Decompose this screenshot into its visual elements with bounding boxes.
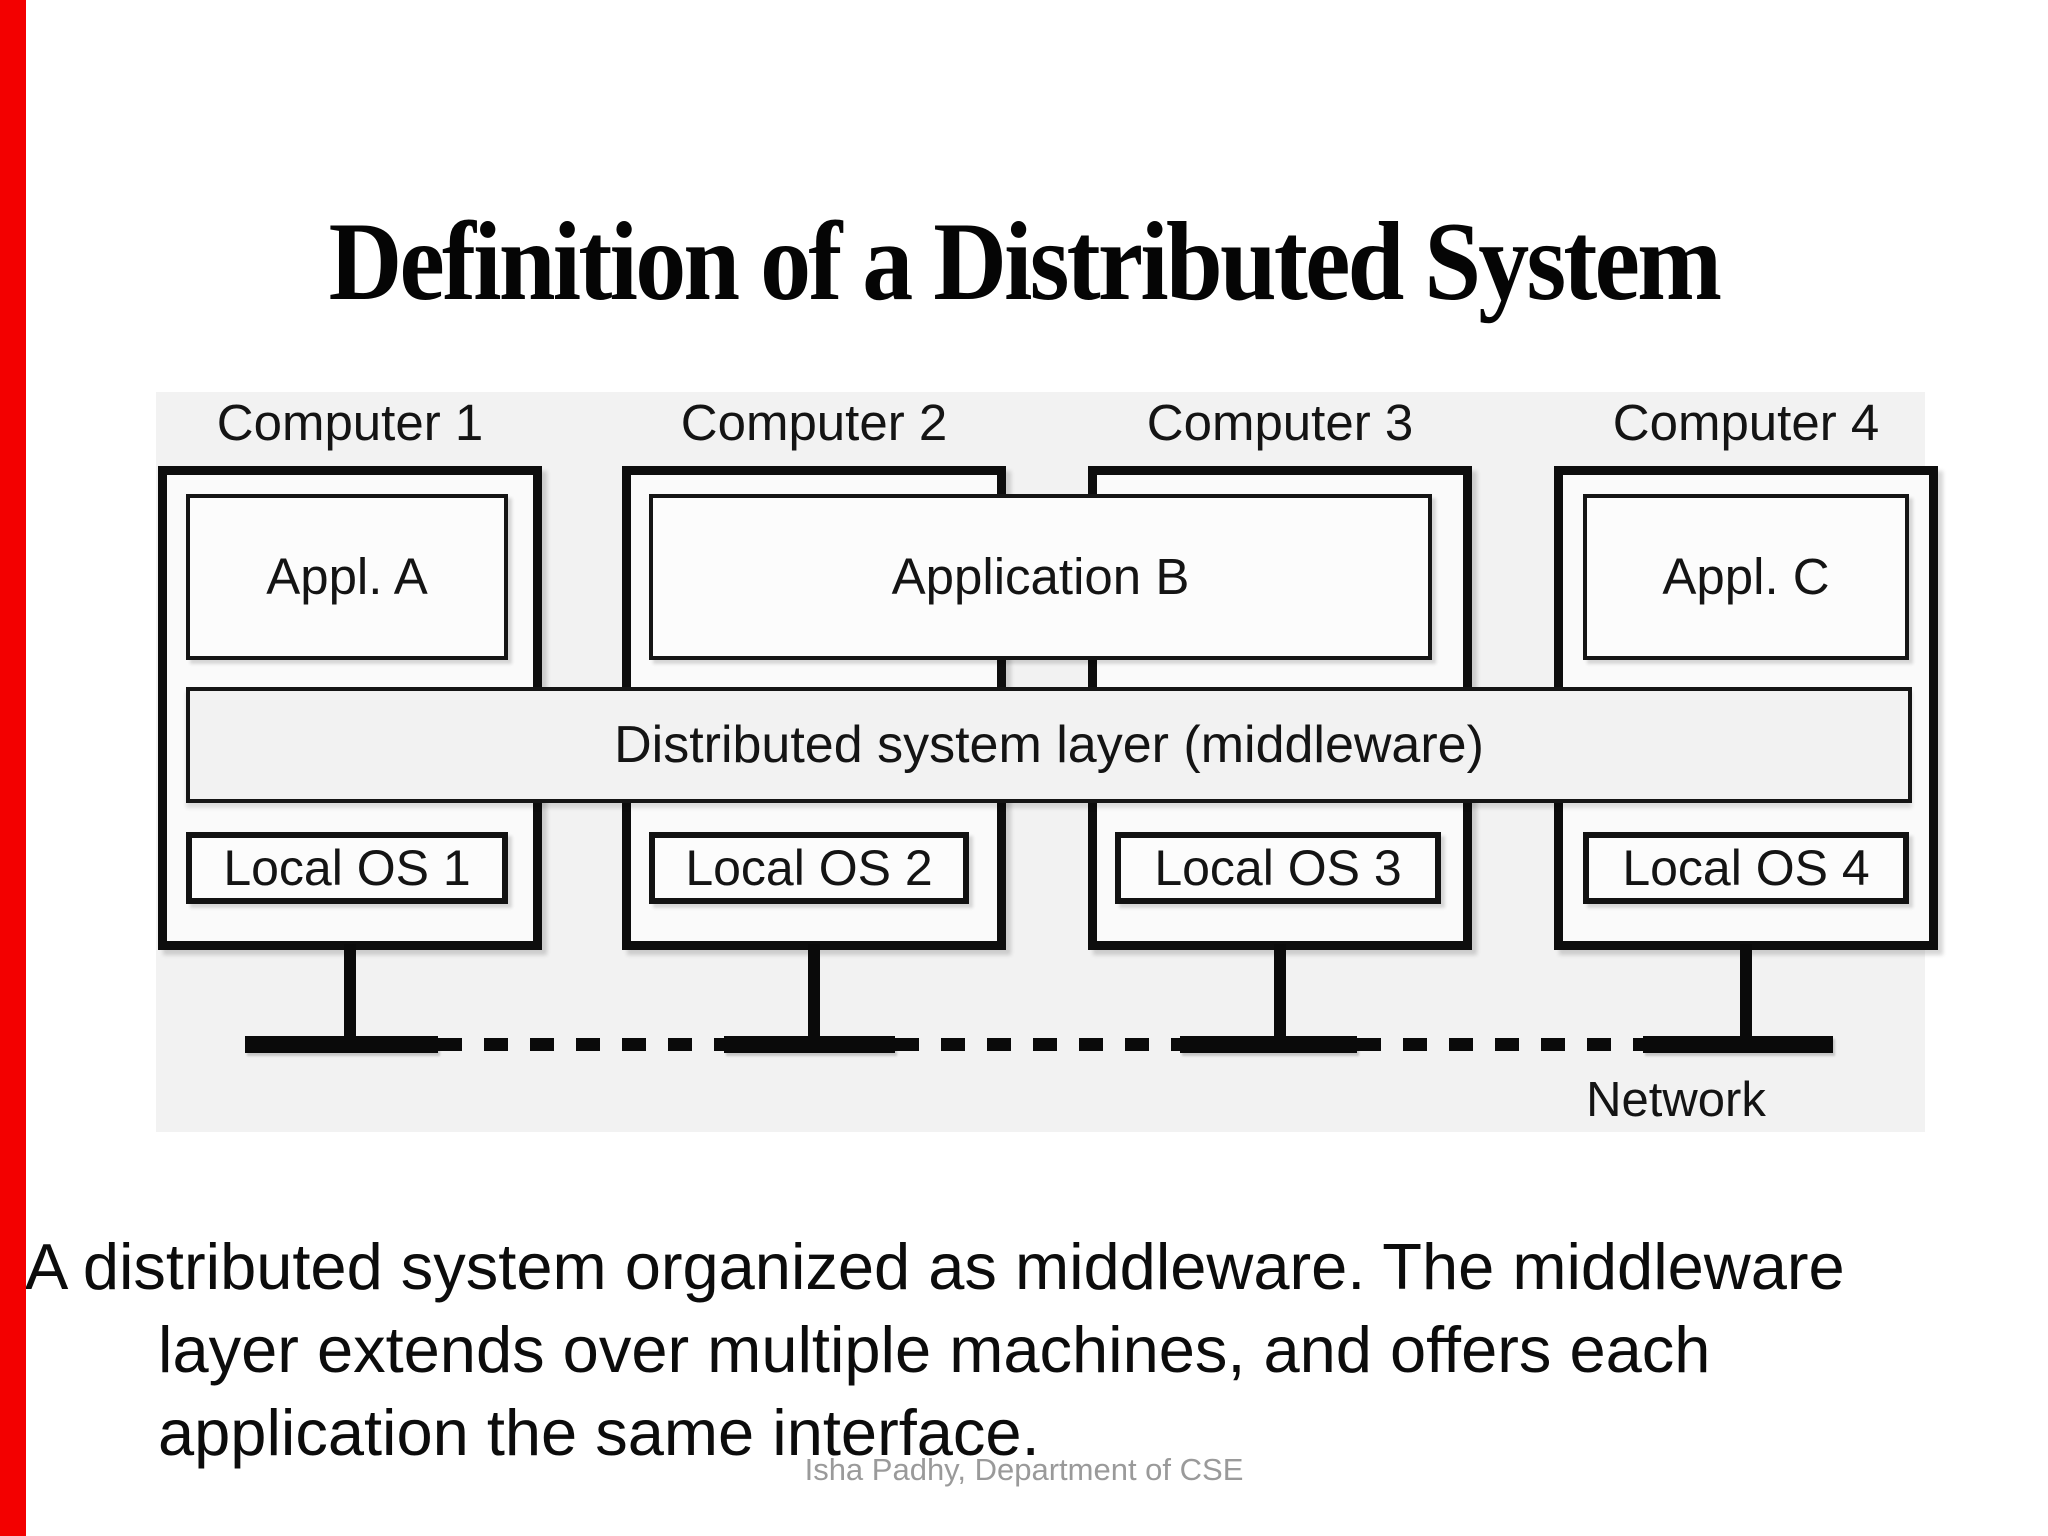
appl-a-box: Appl. A (186, 494, 508, 660)
network-solid-segment (724, 1036, 895, 1053)
local-os-1-label: Local OS 1 (223, 840, 471, 896)
local-os-4-box: Local OS 4 (1583, 832, 1909, 904)
network-stem-3 (1274, 944, 1286, 1039)
network-stem-4 (1740, 944, 1752, 1039)
local-os-2-label: Local OS 2 (685, 840, 933, 896)
computer-2-label: Computer 2 (680, 394, 948, 451)
local-os-3-box: Local OS 3 (1115, 832, 1441, 904)
network-dashed-segment (438, 1038, 724, 1051)
local-os-3-label: Local OS 3 (1154, 840, 1402, 896)
computer-1-label: Computer 1 (216, 394, 484, 451)
caption-line-3: application the same interface. (158, 1396, 1040, 1469)
network-line (245, 1036, 1833, 1053)
architecture-diagram: Computer 1 Computer 2 Computer 3 Compute… (156, 392, 1938, 1132)
caption-line-2: layer extends over multiple machines, an… (158, 1313, 1711, 1386)
middleware-label: Distributed system layer (middleware) (614, 716, 1484, 774)
network-stem-2 (808, 944, 820, 1039)
local-os-2-box: Local OS 2 (649, 832, 969, 904)
application-b-box: Application B (649, 494, 1432, 660)
network-solid-segment (1643, 1036, 1833, 1053)
application-b-label: Application B (891, 548, 1190, 605)
network-solid-segment (245, 1036, 438, 1053)
caption-line-1: A distributed system organized as middle… (25, 1230, 1845, 1303)
appl-c-box: Appl. C (1583, 494, 1909, 660)
network-solid-segment (1180, 1036, 1357, 1053)
appl-a-label: Appl. A (266, 548, 428, 605)
network-dashed-segment (895, 1038, 1180, 1051)
page-title: Definition of a Distributed System (328, 200, 1722, 325)
appl-c-label: Appl. C (1662, 548, 1830, 605)
network-dashed-segment (1357, 1038, 1643, 1051)
local-os-4-label: Local OS 4 (1622, 840, 1870, 896)
middleware-box: Distributed system layer (middleware) (186, 687, 1912, 803)
local-os-1-box: Local OS 1 (186, 832, 508, 904)
left-accent-bar (0, 0, 26, 1536)
footer-credit: Isha Padhy, Department of CSE (804, 1452, 1244, 1487)
network-stem-1 (344, 944, 356, 1039)
computer-4-label: Computer 4 (1612, 394, 1880, 451)
computer-3-label: Computer 3 (1146, 394, 1414, 451)
network-label: Network (1586, 1073, 1766, 1127)
